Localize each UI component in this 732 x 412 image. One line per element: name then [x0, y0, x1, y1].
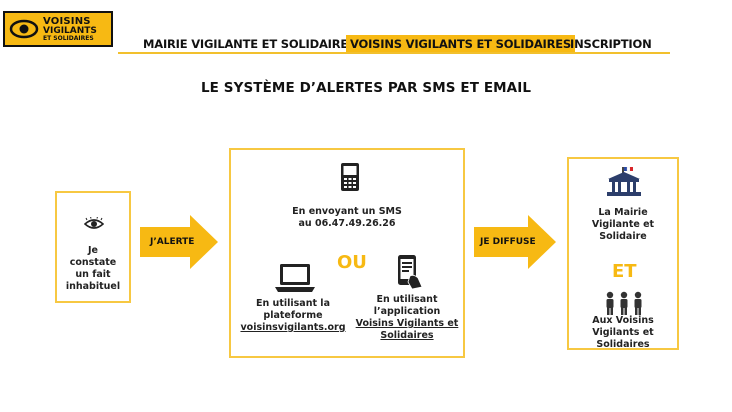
sms-line-2: au 06.47.49.26.26: [298, 218, 396, 229]
mobile-phone-icon: [341, 163, 359, 191]
laptop-icon: [275, 264, 315, 292]
platform-text: En utilisant la plateforme voisinsvigila…: [237, 298, 349, 334]
sms-text: En envoyant un SMS au 06.47.49.26.26: [231, 206, 463, 230]
observe-line-4: inhabituel: [65, 281, 121, 292]
alert-arrow: [140, 215, 218, 269]
observe-line-2: constate: [69, 257, 117, 268]
sms-line-1: En envoyant un SMS: [292, 206, 402, 217]
or-label: OU: [337, 252, 367, 273]
mairie-line-3: Solidaire: [599, 231, 647, 242]
app-link-line-1[interactable]: Voisins Vigilants et: [355, 318, 459, 329]
people-line-1: Aux Voisins: [592, 315, 654, 326]
alert-arrow-label: J’ALERTE: [150, 237, 195, 247]
nav-item-inscription[interactable]: INSCRIPTION: [570, 37, 652, 51]
people-line-2: Vigilants et: [592, 327, 654, 338]
step-broadcast-box: La Mairie Vigilante et Solidaire ET Aux …: [567, 157, 679, 350]
observe-line-3: un fait: [75, 269, 111, 280]
broadcast-arrow-label: JE DIFFUSE: [480, 237, 536, 247]
broadcast-arrow: [474, 215, 556, 269]
logo-text: VOISINS VIGILANTS ET SOLIDAIRES: [43, 15, 97, 42]
site-logo[interactable]: VOISINS VIGILANTS ET SOLIDAIRES: [3, 11, 113, 47]
eye-icon: [84, 217, 104, 229]
smartphone-app-icon: [398, 255, 423, 290]
step-alert-box: En envoyant un SMS au 06.47.49.26.26 OU …: [229, 148, 465, 358]
observe-line-1: Je: [88, 245, 98, 256]
people-text: Aux Voisins Vigilants et Solidaires: [569, 315, 677, 351]
people-line-3: Solidaires: [596, 339, 650, 350]
mairie-line-2: Vigilante et: [591, 219, 655, 230]
observe-text: Je constate un fait inhabituel: [57, 245, 129, 293]
step-observe-box: Je constate un fait inhabituel: [55, 191, 131, 303]
nav-item-mairie[interactable]: MAIRIE VIGILANTE ET SOLIDAIRE: [143, 37, 349, 51]
platform-link[interactable]: voisinsvigilants.org: [240, 322, 346, 333]
mairie-text: La Mairie Vigilante et Solidaire: [569, 207, 677, 243]
platform-line-1: En utilisant la: [256, 298, 330, 309]
mairie-line-1: La Mairie: [598, 207, 648, 218]
platform-line-2: plateforme: [263, 310, 323, 321]
app-text: En utilisant l’application Voisins Vigil…: [349, 294, 465, 342]
nav-divider: [118, 52, 670, 54]
logo-line-3: ET SOLIDAIRES: [43, 34, 94, 42]
nav-item-voisins-active[interactable]: VOISINS VIGILANTS ET SOLIDAIRES: [346, 35, 575, 53]
logo-line-1: VOISINS: [43, 15, 91, 27]
town-hall-icon: [607, 167, 641, 196]
page-title: LE SYSTÈME D’ALERTES PAR SMS ET EMAIL: [200, 80, 532, 96]
and-label: ET: [612, 261, 637, 282]
logo-line-2: VIGILANTS: [43, 25, 97, 36]
people-icon: [606, 291, 642, 315]
app-line-2: l’application: [373, 306, 441, 317]
app-link-line-2[interactable]: Solidaires: [380, 330, 434, 341]
eye-icon: [9, 19, 39, 39]
app-line-1: En utilisant: [376, 294, 438, 305]
